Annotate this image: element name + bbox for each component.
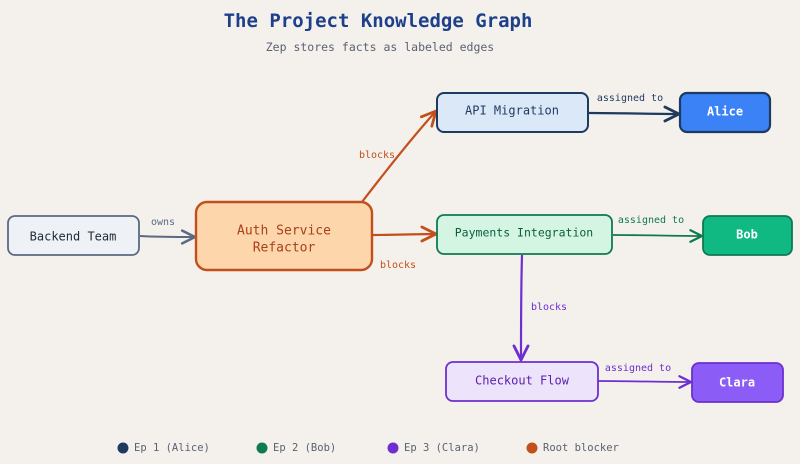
- node-backend-team[interactable]: Backend Team: [7, 215, 140, 256]
- legend-label-ep1: Ep 1 (Alice): [134, 442, 210, 454]
- edge-label-owns: owns: [151, 217, 175, 228]
- node-label-alice: Alice: [707, 105, 743, 119]
- node-label-clara: Clara: [719, 376, 755, 390]
- edge-label-assigned-alice: assigned to: [597, 93, 663, 104]
- edge-label-blocks-checkout: blocks: [531, 302, 567, 313]
- legend-label-ep2: Ep 2 (Bob): [273, 442, 336, 454]
- legend-dot-ep2: [256, 442, 268, 454]
- legend-dot-ep3: [387, 442, 399, 454]
- edge-label-blocks-api: blocks: [359, 150, 395, 161]
- node-label-payments-integration: Payments Integration: [455, 226, 593, 240]
- legend-item-ep3: Ep 3 (Clara): [387, 442, 480, 454]
- node-alice[interactable]: Alice: [678, 91, 772, 134]
- legend-dot-ep1: [117, 442, 129, 454]
- legend-dot-root-blocker: [526, 442, 538, 454]
- edge-label-assigned-clara: assigned to: [605, 363, 671, 374]
- edge-blocks-api-migration: blocks: [359, 109, 438, 203]
- diagram-title: The Project Knowledge Graph: [224, 10, 533, 32]
- edge-blocks-payments: blocks: [371, 225, 438, 271]
- legend-label-root-blocker: Root blocker: [543, 442, 619, 454]
- edge-assigned-bob: assigned to: [612, 215, 704, 243]
- edge-label-blocks-payments: blocks: [380, 260, 416, 271]
- node-label-auth-line2: Refactor: [253, 241, 316, 256]
- edge-owns: owns: [139, 217, 197, 245]
- diagram-subtitle: Zep stores facts as labeled edges: [266, 40, 494, 54]
- legend-item-ep2: Ep 2 (Bob): [256, 442, 336, 454]
- legend: Ep 1 (Alice) Ep 2 (Bob) Ep 3 (Clara) Roo…: [117, 442, 619, 454]
- node-label-backend-team: Backend Team: [30, 230, 117, 244]
- edge-assigned-alice: assigned to: [588, 93, 681, 123]
- node-checkout-flow[interactable]: Checkout Flow: [445, 361, 599, 402]
- node-label-api-migration: API Migration: [465, 104, 559, 118]
- node-auth-service-refactor[interactable]: Auth Service Refactor: [194, 200, 374, 272]
- node-payments-integration[interactable]: Payments Integration: [436, 214, 613, 255]
- edge-assigned-clara: assigned to: [597, 363, 693, 389]
- node-api-migration[interactable]: API Migration: [436, 92, 589, 133]
- legend-label-ep3: Ep 3 (Clara): [404, 442, 480, 454]
- edge-label-assigned-bob: assigned to: [618, 215, 684, 226]
- node-clara[interactable]: Clara: [691, 362, 784, 403]
- node-label-auth-line1: Auth Service: [237, 224, 331, 239]
- node-label-bob: Bob: [736, 228, 758, 242]
- edge-blocks-checkout: blocks: [512, 254, 567, 362]
- node-label-checkout-flow: Checkout Flow: [475, 374, 570, 388]
- legend-item-ep1: Ep 1 (Alice): [117, 442, 210, 454]
- legend-item-root-blocker: Root blocker: [526, 442, 619, 454]
- node-bob[interactable]: Bob: [702, 215, 793, 256]
